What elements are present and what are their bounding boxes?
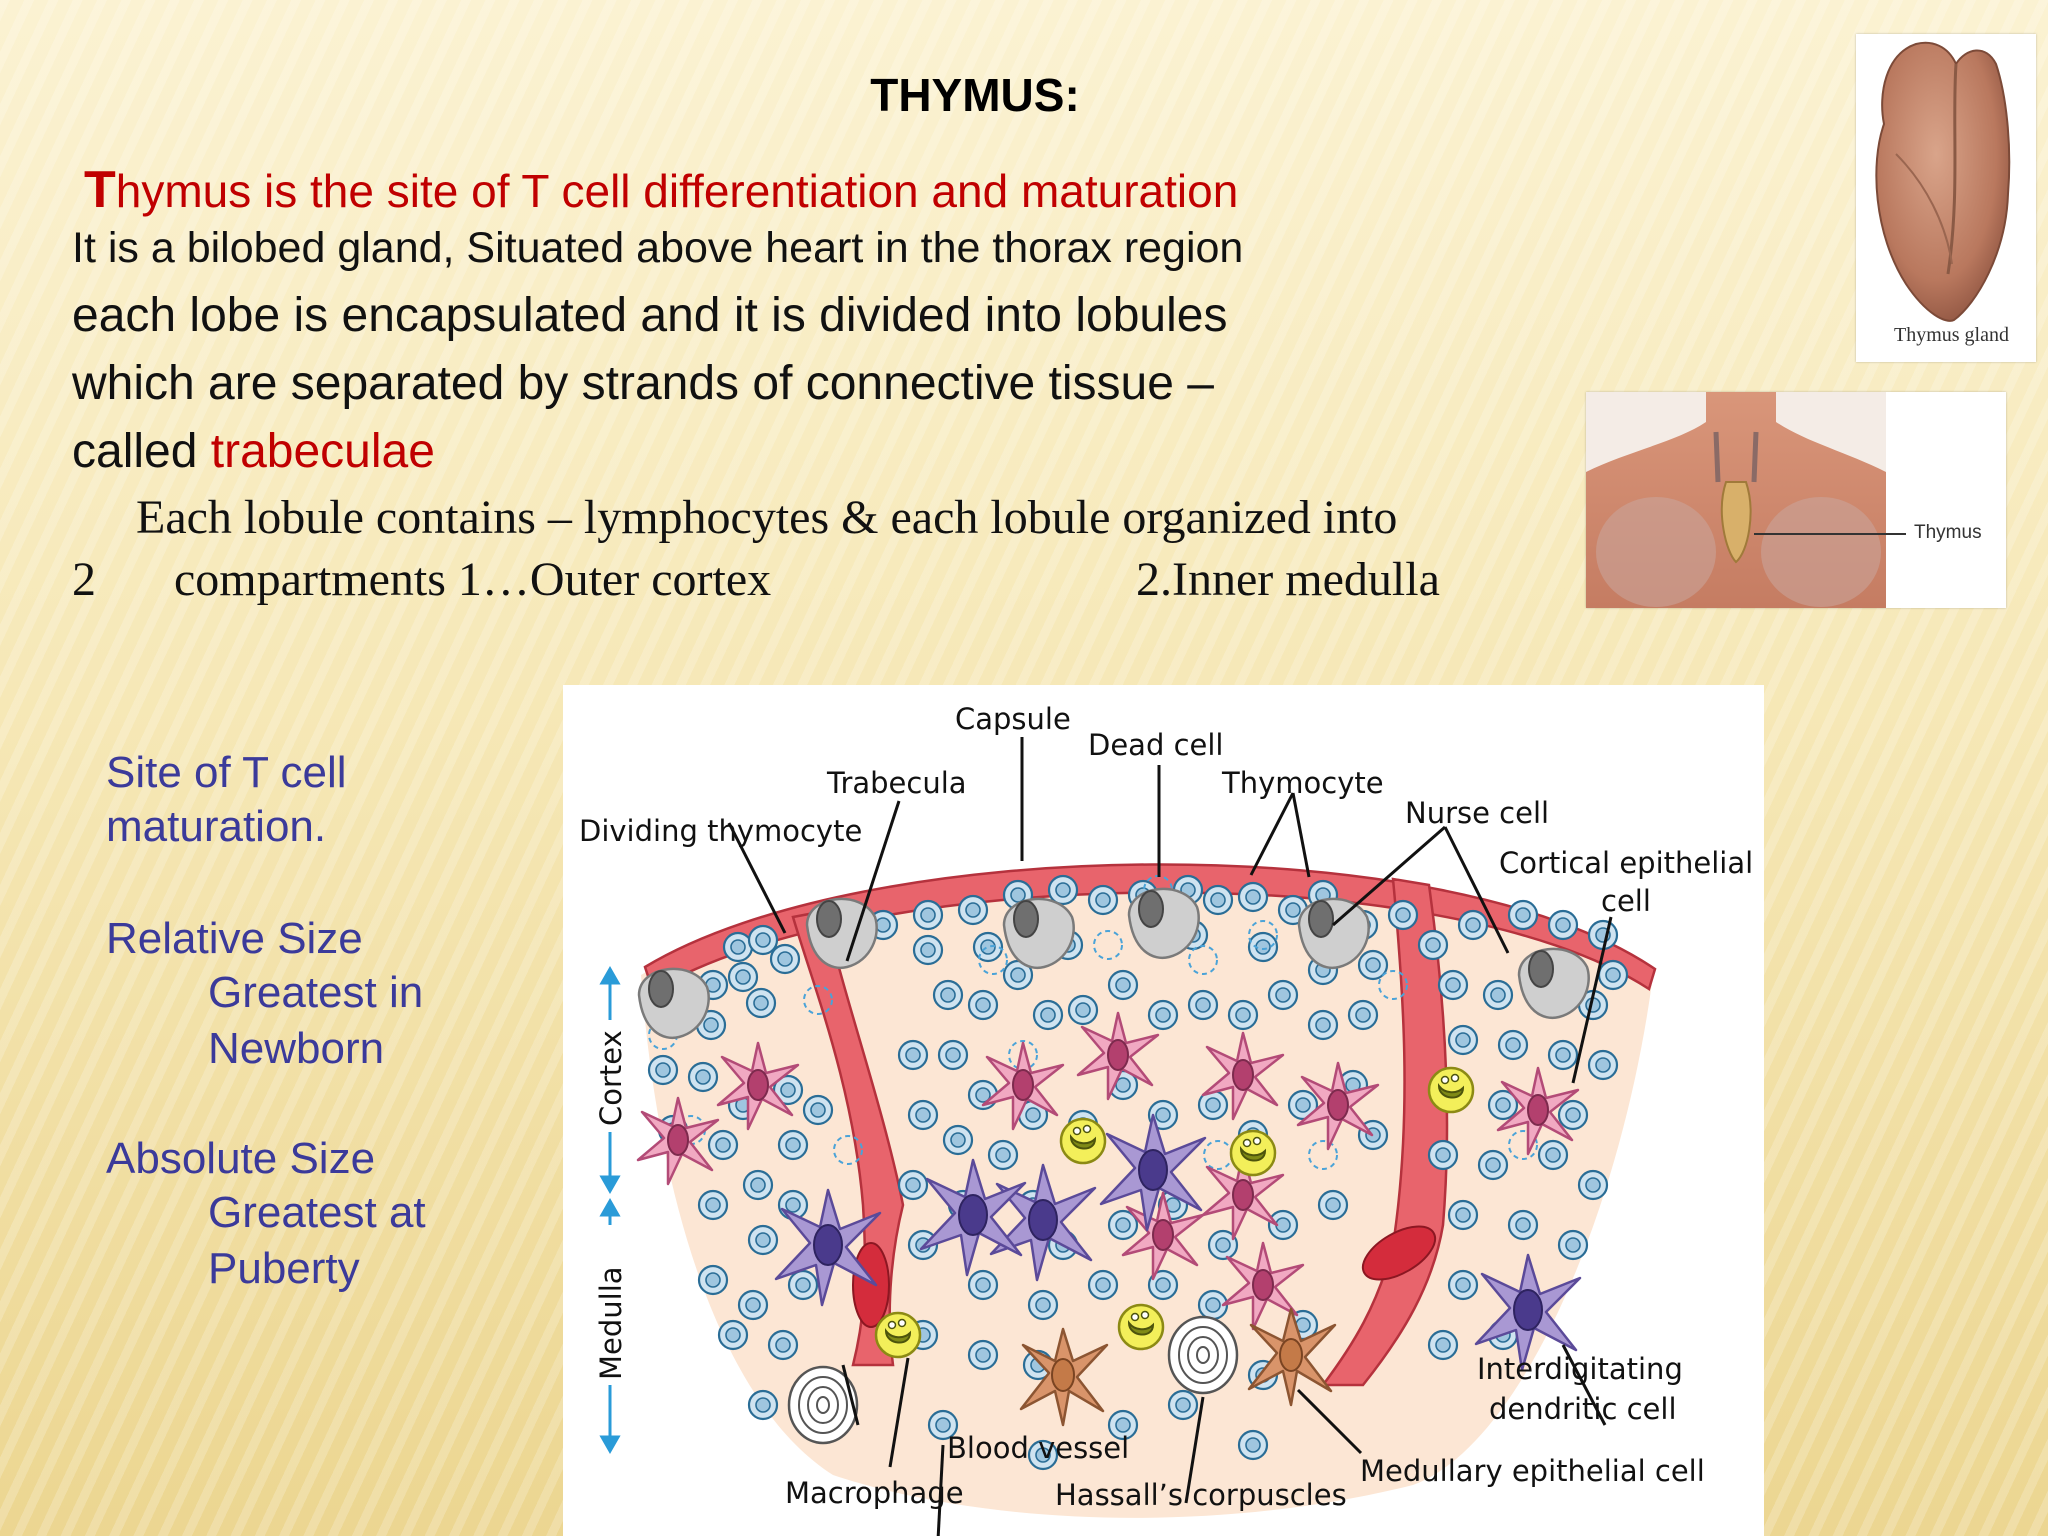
label-blood-vessel: Blood vessel [947,1431,1129,1465]
side-note-3a: Absolute Size [106,1134,376,1183]
label-dendritic-cell: dendritic cell [1489,1392,1677,1426]
side-note-1a: Site of T cell [106,748,347,797]
label-trabecula: Trabecula [826,766,967,800]
line-7-cortex: compartments 1…Outer cortex [174,553,772,606]
line-5-text: called [72,425,211,478]
side-note-3c: Puberty [208,1244,360,1293]
chest-illustration [1586,392,1906,608]
label-medullary-epithelial: Medullary epithelial cell [1360,1454,1705,1488]
thymus-gland-image: Thymus gland [1856,34,2036,362]
label-nurse-cell: Nurse cell [1405,796,1549,830]
label-interdigitating: Interdigitating [1477,1352,1683,1386]
label-thymocyte: Thymocyte [1221,766,1384,800]
line-7-medulla: 2.Inner medulla [1136,553,1440,606]
label-dead-cell: Dead cell [1088,728,1223,762]
line-1: Thymus is the site of T cell differentia… [84,160,1238,220]
gland-caption: Thymus gland [1894,324,2009,346]
line-2: It is a bilobed gland, Situated above he… [72,224,1244,272]
line-5: called trabeculae [72,424,435,479]
label-cortex: Cortex [594,1030,628,1126]
line-5-term: trabeculae [210,425,435,478]
slide-title: THYMUS: [870,69,1080,121]
label-cortical-epithelial-cell: cell [1601,884,1651,918]
side-note-1b: maturation. [106,802,327,851]
side-note-2b: Greatest in [208,968,424,1017]
label-hassalls-corpuscles: Hassall’s corpuscles [1055,1478,1347,1512]
label-macrophage: Macrophage [785,1476,964,1510]
line-1-text: hymus is the site of T cell differentiat… [115,165,1239,217]
line-4: which are separated by strands of connec… [72,357,1214,410]
thymus-gland-illustration [1875,41,2011,322]
label-dividing-thymocyte: Dividing thymocyte [579,814,862,848]
line-3: each lobe is encapsulated and it is divi… [72,289,1228,342]
label-medulla: Medulla [594,1266,628,1380]
side-note-2c: Newborn [208,1024,385,1073]
lobule-illustration: Capsule Dead cell Trabecula Thymocyte Nu… [579,702,1753,1536]
thymus-lobule-diagram: Capsule Dead cell Trabecula Thymocyte Nu… [563,685,1764,1536]
line-7-number: 2 [72,553,96,606]
thymus-location-image: Thymus [1586,392,2006,608]
side-note-2a: Relative Size [106,914,363,963]
label-capsule: Capsule [955,702,1071,736]
body-caption: Thymus [1914,522,1982,543]
label-cortical-epithelial: Cortical epithelial [1499,846,1753,880]
line-6: Each lobule contains – lymphocytes & eac… [136,491,1398,544]
side-note-3b: Greatest at [208,1188,426,1237]
line-1-initial: T [84,161,116,219]
